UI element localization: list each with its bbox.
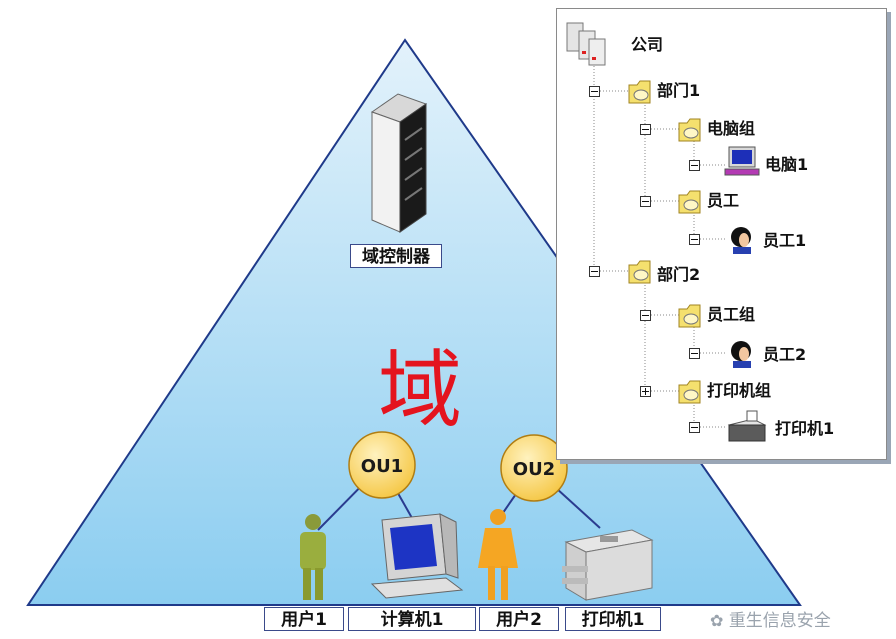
ou2-node: OU2 bbox=[500, 434, 568, 502]
ou-tree-panel: 公司 部门1 电脑组 电脑1 员工 员工1 部门2 员工组 员工2 打印机组 打… bbox=[556, 8, 887, 460]
tree-node-label[interactable]: 员工组 bbox=[707, 305, 756, 324]
domain-controller-label: 域控制器 bbox=[350, 244, 442, 268]
tree-node-label[interactable]: 员工1 bbox=[763, 231, 807, 250]
server-icon bbox=[370, 93, 428, 233]
tree-node-label[interactable]: 打印机1 bbox=[775, 419, 835, 438]
expander-computer1[interactable] bbox=[689, 160, 700, 171]
expander-employee-group[interactable] bbox=[640, 310, 651, 321]
expander-dept2[interactable] bbox=[589, 266, 600, 277]
folder-icon bbox=[678, 380, 701, 404]
expander-dept1[interactable] bbox=[589, 86, 600, 97]
expander-printer-group[interactable] bbox=[640, 386, 651, 397]
folder-icon bbox=[678, 304, 701, 328]
tree-node-label[interactable]: 员工 bbox=[707, 191, 740, 210]
domain-title-char: 域 bbox=[377, 341, 462, 439]
ou1-node: OU1 bbox=[348, 431, 416, 499]
ou1-label: OU1 bbox=[361, 456, 403, 477]
user1-label: 用户1 bbox=[264, 607, 344, 631]
folder-icon bbox=[628, 80, 651, 104]
expander-employee1[interactable] bbox=[689, 234, 700, 245]
expander-employee2[interactable] bbox=[689, 348, 700, 359]
tree-root-label[interactable]: 公司 bbox=[631, 35, 664, 54]
tree-node-label[interactable]: 部门2 bbox=[657, 265, 701, 284]
tree-lines bbox=[566, 22, 767, 442]
tree-node-label[interactable]: 员工2 bbox=[763, 345, 807, 364]
tree-node-label[interactable]: 部门1 bbox=[657, 81, 701, 100]
expander-printer1[interactable] bbox=[689, 422, 700, 433]
computer-icon bbox=[724, 146, 760, 176]
servers-icon bbox=[566, 22, 606, 66]
printer-icon bbox=[562, 529, 654, 601]
computer-icon bbox=[370, 513, 464, 599]
tree-node-label[interactable]: 电脑1 bbox=[765, 155, 809, 174]
user2-label: 用户2 bbox=[479, 607, 559, 631]
user-icon bbox=[731, 341, 751, 368]
female-user-icon bbox=[478, 509, 518, 600]
user-icon bbox=[731, 227, 751, 254]
watermark-text: 重生信息安全 bbox=[728, 611, 831, 631]
watermark: ✿ 重生信息安全 bbox=[710, 606, 831, 631]
printer1-label: 打印机1 bbox=[565, 607, 661, 631]
wechat-icon: ✿ bbox=[710, 611, 724, 630]
expander-computer-group[interactable] bbox=[640, 124, 651, 135]
expander-employee[interactable] bbox=[640, 196, 651, 207]
tree-node-label[interactable]: 打印机组 bbox=[707, 381, 772, 400]
ou2-label: OU2 bbox=[513, 459, 555, 480]
male-user-icon bbox=[300, 514, 326, 600]
folder-icon bbox=[678, 118, 701, 142]
tree-node-label[interactable]: 电脑组 bbox=[707, 119, 756, 138]
printer-icon bbox=[727, 410, 767, 442]
folder-icon bbox=[678, 190, 701, 214]
folder-icon bbox=[628, 260, 651, 284]
computer1-label: 计算机1 bbox=[348, 607, 476, 631]
